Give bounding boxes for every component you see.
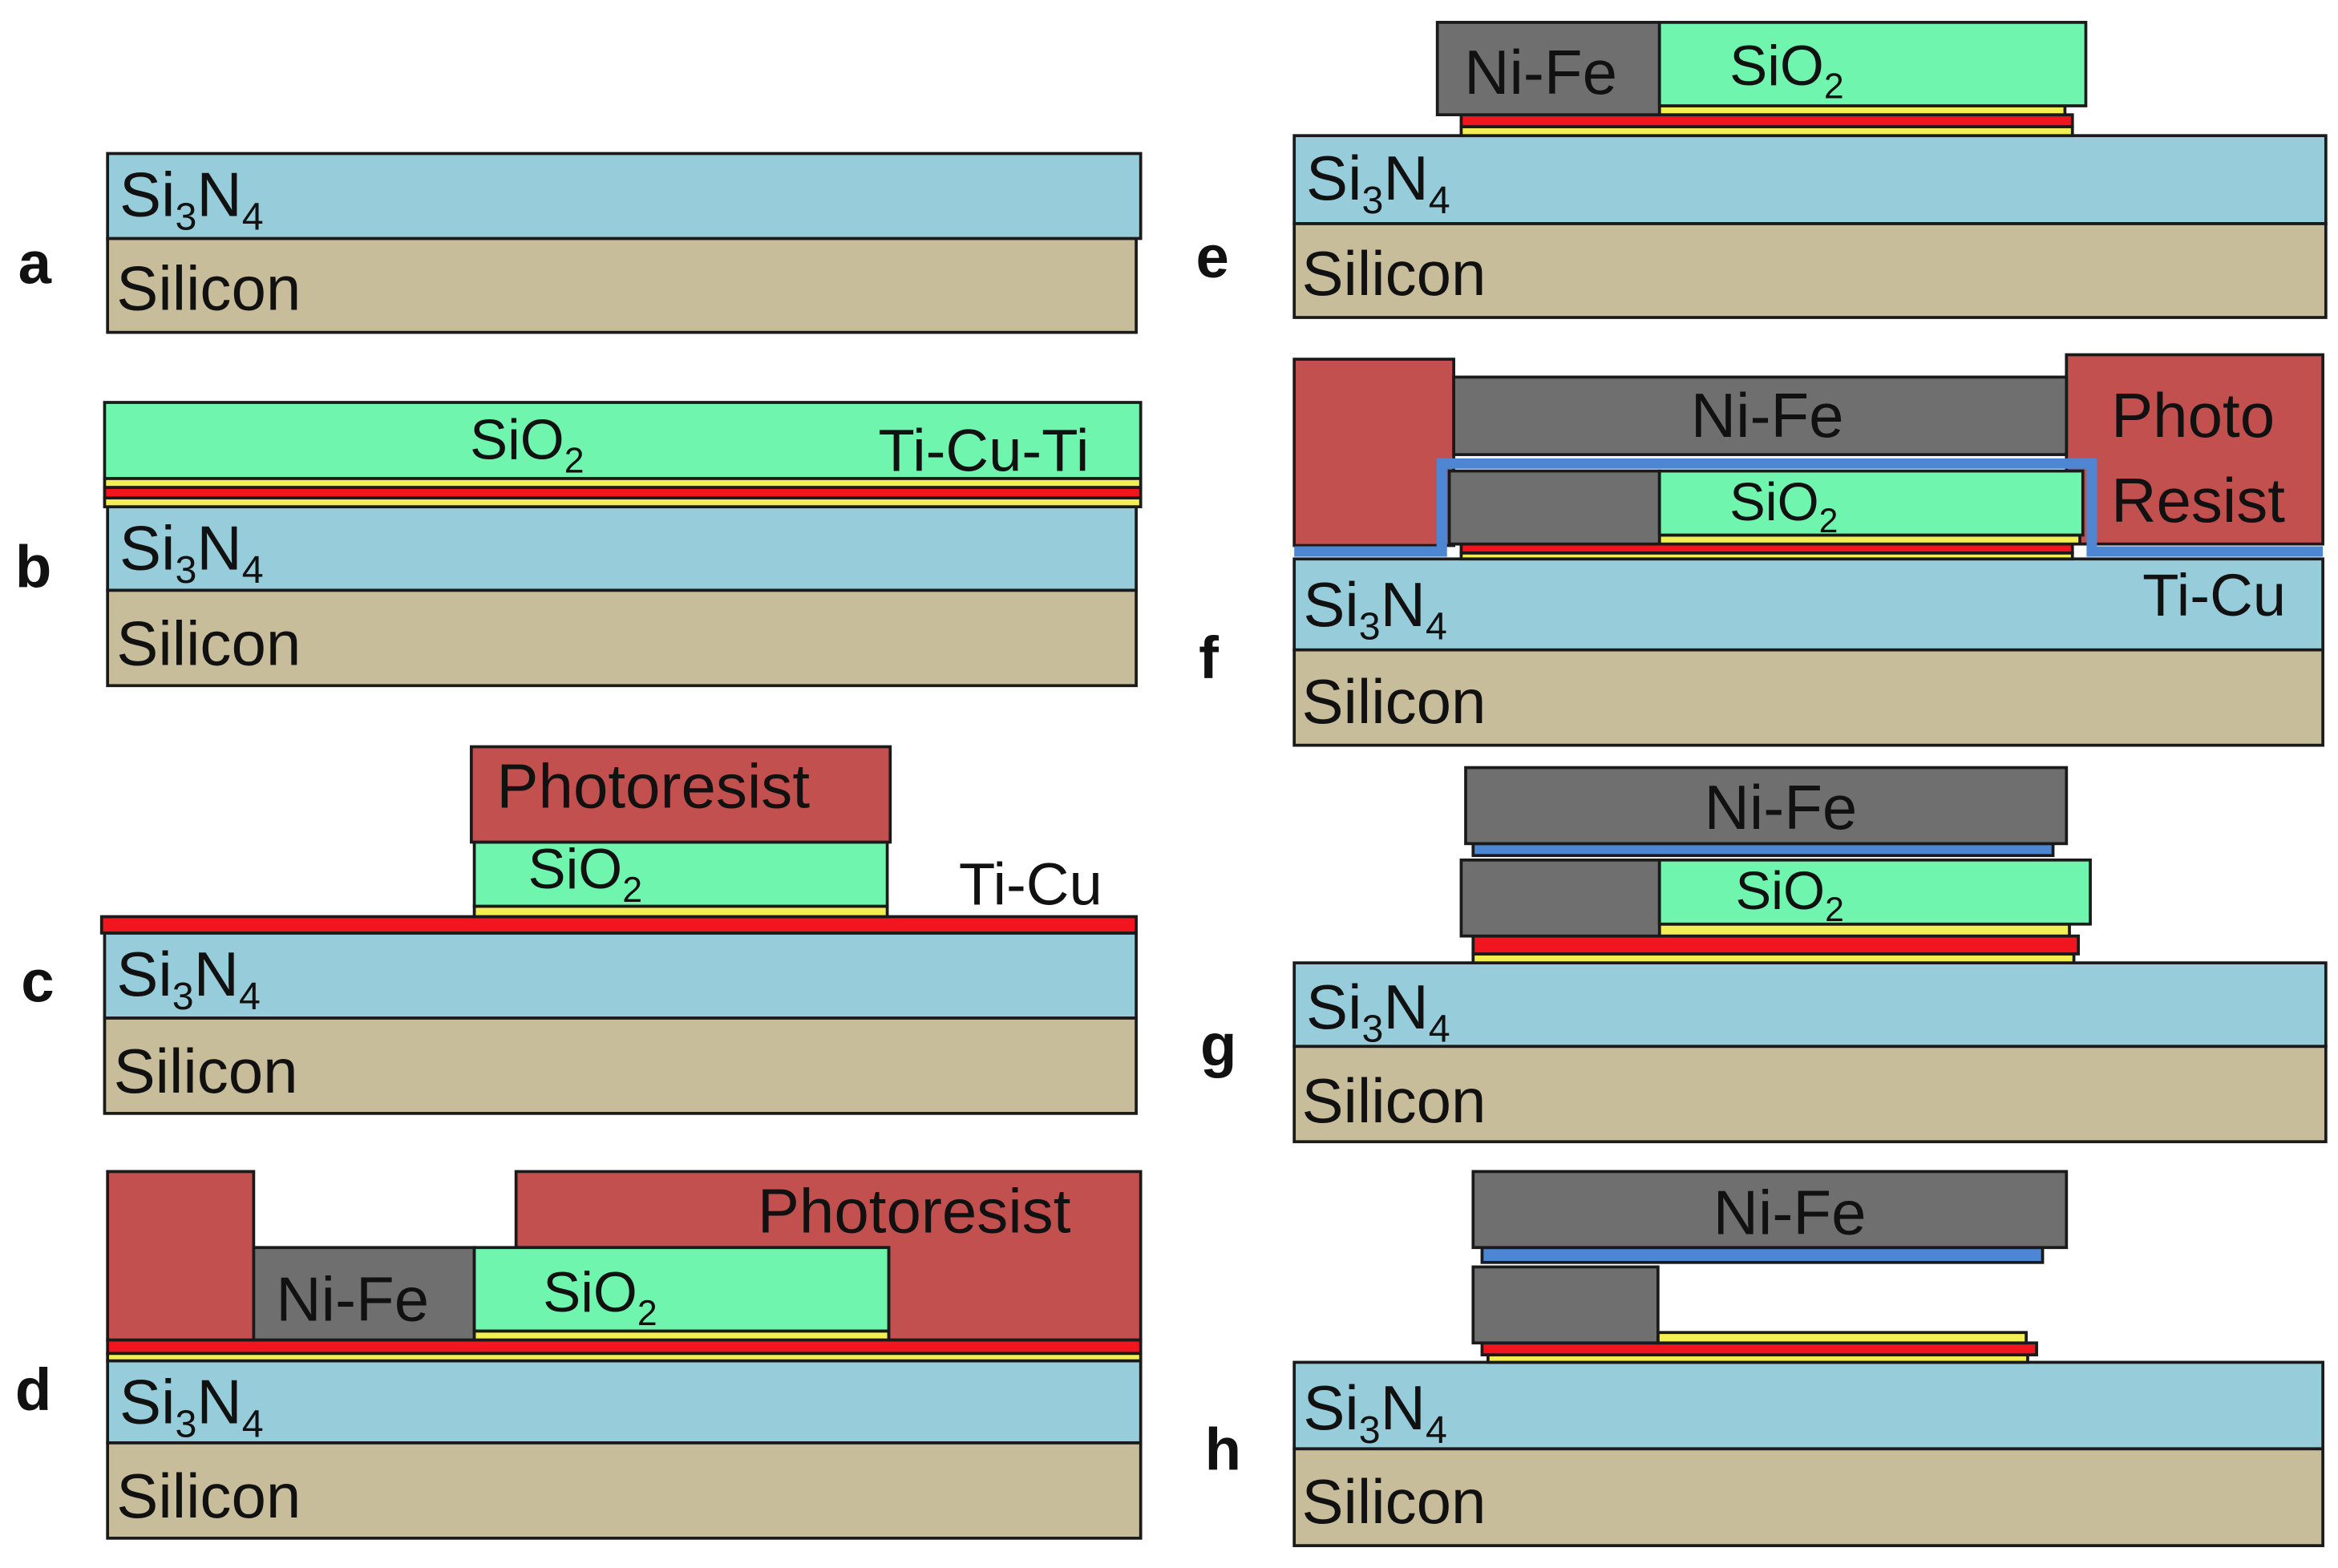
nife-block xyxy=(252,1246,476,1342)
panel-h: Silicon Si3N4 Ni-Fe h xyxy=(1205,1170,2324,1547)
ti-cu-seed-layer xyxy=(1294,458,2324,557)
photoresist-label: Photoresist xyxy=(758,1176,1071,1247)
silicon-layer xyxy=(1292,222,2328,319)
photoresist-left xyxy=(106,1170,256,1342)
panel-letter: b xyxy=(15,534,51,600)
silicon-label: Silicon xyxy=(116,1461,301,1531)
nife-label: Ni-Fe xyxy=(1691,380,1844,451)
panel-letter: d xyxy=(15,1356,51,1423)
cu-layer xyxy=(1480,1341,2038,1356)
silicon-layer xyxy=(106,1441,1143,1540)
sio2-block xyxy=(1657,858,2092,926)
photoresist-label-line1: Photo xyxy=(2111,380,2275,451)
si3n4-label: Si3N4 xyxy=(1303,1372,1447,1452)
ti-cu-ti-label: Ti-Cu-Ti xyxy=(878,418,1089,484)
panel-c: Silicon Si3N4 SiO2 Photoresist Ti-Cu c xyxy=(21,745,1138,1115)
sio2-label: SiO2 xyxy=(543,1260,657,1333)
panel-f: Silicon Si3N4 SiO2 Ni-Fe Photo Resist Ti… xyxy=(1199,353,2324,747)
ti-cu-layer xyxy=(99,915,1138,935)
silicon-label: Silicon xyxy=(1301,1065,1486,1136)
si3n4-label: Si3N4 xyxy=(1303,569,1447,649)
ti-layer-top xyxy=(1656,1331,2028,1345)
cu-layer xyxy=(1471,934,2081,956)
photoresist-right xyxy=(2065,353,2324,546)
nife-bottom-block xyxy=(1459,858,1661,938)
silicon-label: Silicon xyxy=(1301,666,1486,737)
sio2-label: SiO2 xyxy=(470,408,584,481)
si3n4-label: Si3N4 xyxy=(116,939,261,1018)
si3n4-layer xyxy=(1292,134,2328,225)
sio2-label: SiO2 xyxy=(528,837,642,910)
panel-letter: a xyxy=(18,229,52,296)
panel-letter: e xyxy=(1195,224,1228,290)
cu-layer xyxy=(106,1338,1143,1356)
sio2-block xyxy=(472,840,889,908)
panel-d: Silicon Si3N4 SiO2 Photoresist Ni-Fe d xyxy=(15,1170,1143,1540)
panel-letter: c xyxy=(21,948,54,1014)
panel-letter: f xyxy=(1199,624,1219,691)
nife-label: Ni-Fe xyxy=(1713,1178,1867,1248)
sio2-block xyxy=(472,1246,891,1333)
ti-cu-label: Ti-Cu xyxy=(2142,562,2286,628)
nife-label: Ni-Fe xyxy=(1704,772,1857,843)
nife-top-block xyxy=(1452,375,2069,456)
cu-layer xyxy=(1459,113,2074,128)
sio2-block xyxy=(1657,469,2085,537)
ti-layer xyxy=(472,904,889,919)
panel-a: Silicon Si3N4 a xyxy=(18,152,1143,334)
nife-bottom-block xyxy=(1447,469,1661,546)
nife-label: Ni-Fe xyxy=(1464,37,1617,107)
sio2-label: SiO2 xyxy=(1736,861,1844,929)
silicon-layer xyxy=(106,236,1138,334)
panel-letter: h xyxy=(1205,1416,1241,1482)
silicon-label: Silicon xyxy=(114,1036,298,1106)
silicon-label: Silicon xyxy=(116,608,301,678)
silicon-label: Silicon xyxy=(1301,1466,1486,1537)
si3n4-layer xyxy=(103,932,1138,1020)
panel-b: Silicon Si3N4 SiO2 Ti-Cu-Ti b xyxy=(15,401,1143,688)
photoresist-label-line2: Resist xyxy=(2111,465,2285,535)
panel-e: Silicon Si3N4 SiO2 Ni-Fe e xyxy=(1195,21,2328,319)
silicon-label: Silicon xyxy=(116,253,301,324)
si3n4-layer xyxy=(1292,1360,2324,1451)
nife-top-block xyxy=(1471,1170,2069,1250)
photoresist-block xyxy=(469,745,892,844)
si3n4-layer xyxy=(106,152,1143,240)
cu-layer xyxy=(103,486,1143,499)
sio2-layer xyxy=(103,401,1143,480)
si3n4-label: Si3N4 xyxy=(1306,143,1450,222)
photoresist-label: Photoresist xyxy=(496,751,810,822)
sio2-label: SiO2 xyxy=(1729,472,1838,540)
nife-top-block xyxy=(1464,766,2069,846)
silicon-layer xyxy=(1292,648,2324,747)
panel-g: Silicon Si3N4 SiO2 Ni-Fe g xyxy=(1200,766,2328,1144)
ti-cu-seed-layer xyxy=(1471,842,2055,858)
si3n4-label: Si3N4 xyxy=(119,160,264,239)
ti-cu-seed-layer xyxy=(1480,1246,2045,1264)
sio2-block xyxy=(1657,21,2088,107)
silicon-layer xyxy=(103,1016,1138,1115)
ti-cu-label: Ti-Cu xyxy=(959,851,1102,918)
nife-bottom-block xyxy=(1471,1265,1660,1345)
sio2-label: SiO2 xyxy=(1729,34,1844,107)
panel-letter: g xyxy=(1200,1012,1236,1078)
si3n4-layer xyxy=(106,1359,1143,1445)
si3n4-label: Si3N4 xyxy=(119,512,264,592)
si3n4-label: Si3N4 xyxy=(119,1367,264,1446)
photoresist-left xyxy=(1292,358,1455,548)
nife-label: Ni-Fe xyxy=(276,1263,429,1334)
si3n4-layer xyxy=(1292,961,2328,1049)
silicon-layer xyxy=(1292,1447,2324,1547)
si3n4-label: Si3N4 xyxy=(1306,972,1450,1051)
silicon-label: Silicon xyxy=(1301,238,1486,309)
ti-layer-top xyxy=(1657,922,2071,938)
